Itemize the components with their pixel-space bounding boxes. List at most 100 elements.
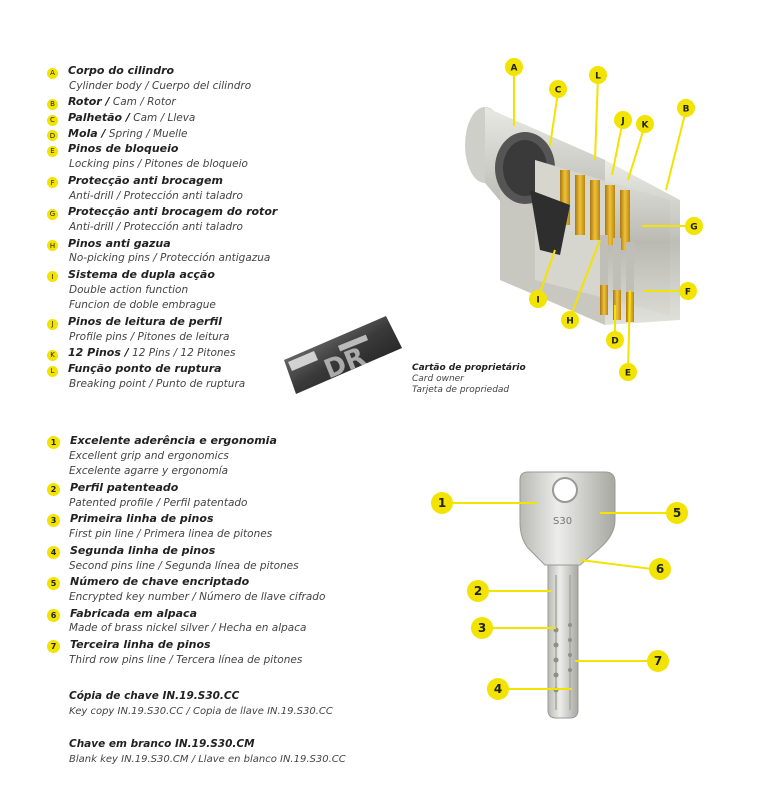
legend-subtitle: Encrypted key number / Número de llave c… [47, 591, 387, 607]
legend-title: Rotor / [68, 95, 110, 109]
svg-text:3: 3 [478, 621, 486, 635]
legend-subtitle: Second pins line / Segunda línea de pito… [47, 560, 387, 576]
svg-text:F: F [685, 288, 691, 298]
legend-subtitle: Third row pins line / Tercera línea de p… [47, 654, 387, 670]
legend-badge: B [47, 98, 58, 110]
legend-title: Palhetão / [68, 111, 130, 125]
legend-subtitle-text: Funcion de doble embrague [69, 299, 216, 312]
key-blank-block: Chave em branco IN.19.S30.CM Blank key I… [69, 738, 346, 765]
callout-e: E [619, 363, 637, 381]
svg-text:I: I [536, 296, 539, 306]
legend-title: Corpo do cilindro [68, 64, 175, 77]
svg-text:H: H [566, 317, 574, 327]
callout-l: L [589, 66, 607, 84]
legend-subtitle: Anti-drill / Protección anti taladro [47, 190, 387, 206]
legend-title: Função ponto de ruptura [68, 362, 222, 376]
legend-subtitle-text: Profile pins / Pitones de leitura [69, 330, 230, 343]
callout-g: G [685, 217, 703, 235]
key-callout-5: 5 [666, 502, 688, 524]
legend-badge: A [47, 67, 58, 79]
svg-text:K: K [642, 121, 650, 131]
legend-subtitle-text: No-picking pins / Protección antigazua [69, 252, 271, 265]
key-blank-title: Chave em branco IN.19.S30.CM [69, 738, 255, 750]
legend-subtitle: First pin line / Primera linea de pitone… [47, 528, 387, 544]
legend-badge: 5 [47, 577, 60, 591]
legend-subtitle-text: Made of brass nickel silver / Hecha en a… [69, 622, 307, 635]
legend-title: Pinos de leitura de perfil [68, 315, 222, 328]
legend-title: Excelente aderência e ergonomia [70, 434, 277, 447]
svg-text:L: L [595, 72, 601, 82]
svg-text:7: 7 [654, 654, 662, 668]
svg-text:1: 1 [438, 496, 446, 510]
svg-text:A: A [511, 64, 518, 74]
card-line-en: Card owner [412, 374, 464, 384]
key-diagram: S30 1 2 3 4 5 6 7 [431, 471, 688, 719]
legend-title: 12 Pinos / [68, 346, 129, 360]
svg-text:G: G [690, 223, 697, 233]
legend-subtitle-text: Anti-drill / Protección anti taladro [69, 220, 243, 233]
legend-subtitle: Breaking point / Punto de ruptura [47, 378, 387, 394]
legend-title: Protecção anti brocagem do rotor [68, 205, 278, 219]
legend-subtitle: Locking pins / Pitones de bloqueio [47, 158, 387, 174]
legend-title: Terceira linha de pinos [70, 637, 211, 651]
key-callout-6: 6 [649, 558, 671, 580]
legend-badge: 7 [47, 639, 60, 653]
callout-c: C [549, 80, 567, 98]
callout-f: F [679, 282, 697, 300]
key-copy-title: Cópia de chave IN.19.S30.CC [69, 690, 240, 702]
legend-subtitle: Funcion de doble embrague [47, 299, 387, 315]
legend-badge: E [47, 145, 58, 157]
cylinder-diagram: A B C D E F G H I J K L [465, 58, 703, 381]
cylinder-leader-lines [513, 70, 694, 373]
svg-text:B: B [683, 105, 690, 115]
legend-subtitle-text: Anti-drill / Protección anti taladro [69, 189, 243, 202]
legend-title: Perfil patenteado [70, 481, 179, 495]
legend-subtitle-text: Encrypted key number / Número de llave c… [69, 590, 326, 603]
legend-subtitle: Excelente agarre y ergonomía [47, 465, 387, 481]
legend-title: Pinos de bloqueio [68, 142, 179, 156]
svg-text:E: E [625, 369, 631, 379]
card-line-es: Tarjeta de propriedad [412, 385, 510, 395]
legend-title: Fabricada em alpaca [70, 606, 197, 620]
callout-h: H [561, 311, 579, 329]
legend-title: Sistema de dupla acção [68, 267, 215, 281]
legend-item: 6 Fabricada em alpaca [47, 607, 387, 623]
legend-item: J Pinos de leitura de perfil [47, 315, 387, 331]
key-callout-7: 7 [647, 650, 669, 672]
legend-badge: F [47, 177, 58, 189]
legend-item: 7 Terceira linha de pinos [47, 638, 387, 654]
legend-subtitle: Cylinder body / Cuerpo del cilindro [47, 80, 387, 96]
legend-badge: J [47, 318, 58, 330]
legend-subtitle: Patented profile / Perfil patentado [47, 497, 387, 513]
legend-item: 5 Número de chave encriptado [47, 575, 387, 591]
legend-badge: 6 [47, 608, 60, 622]
legend-subtitle-text: Patented profile / Perfil patentado [69, 496, 248, 509]
legend-subtitle-text: Cylinder body / Cuerpo del cilindro [69, 79, 252, 92]
key-engraving: S30 [553, 516, 572, 527]
legend-badge: I [47, 271, 58, 283]
svg-text:5: 5 [673, 506, 681, 520]
legend-subtitle-text: Locking pins / Pitones de bloqueio [69, 158, 248, 171]
legend-badge: 3 [47, 514, 60, 528]
legend-badge: K [47, 349, 58, 361]
legend-title: Número de chave encriptado [70, 575, 250, 589]
legend-subtitle: Double action function [47, 284, 387, 300]
legend-subtitle: No-picking pins / Protección antigazua [47, 252, 387, 268]
owner-card-image: DR [284, 316, 402, 394]
owner-card-caption: Cartão de proprietário Card owner Tarjet… [412, 363, 526, 395]
legend-title: Segunda linha de pinos [70, 543, 216, 557]
legend-subtitle: Profile pins / Pitones de leitura [47, 331, 387, 347]
svg-text:6: 6 [656, 562, 664, 576]
legend-title: Mola / [68, 126, 106, 140]
legend-subtitle: Made of brass nickel silver / Hecha en a… [47, 622, 387, 638]
legend-item: I Sistema de dupla acção [47, 268, 387, 284]
cylinder-body [465, 107, 680, 325]
legend-subtitle-text: Breaking point / Punto de ruptura [69, 377, 246, 390]
